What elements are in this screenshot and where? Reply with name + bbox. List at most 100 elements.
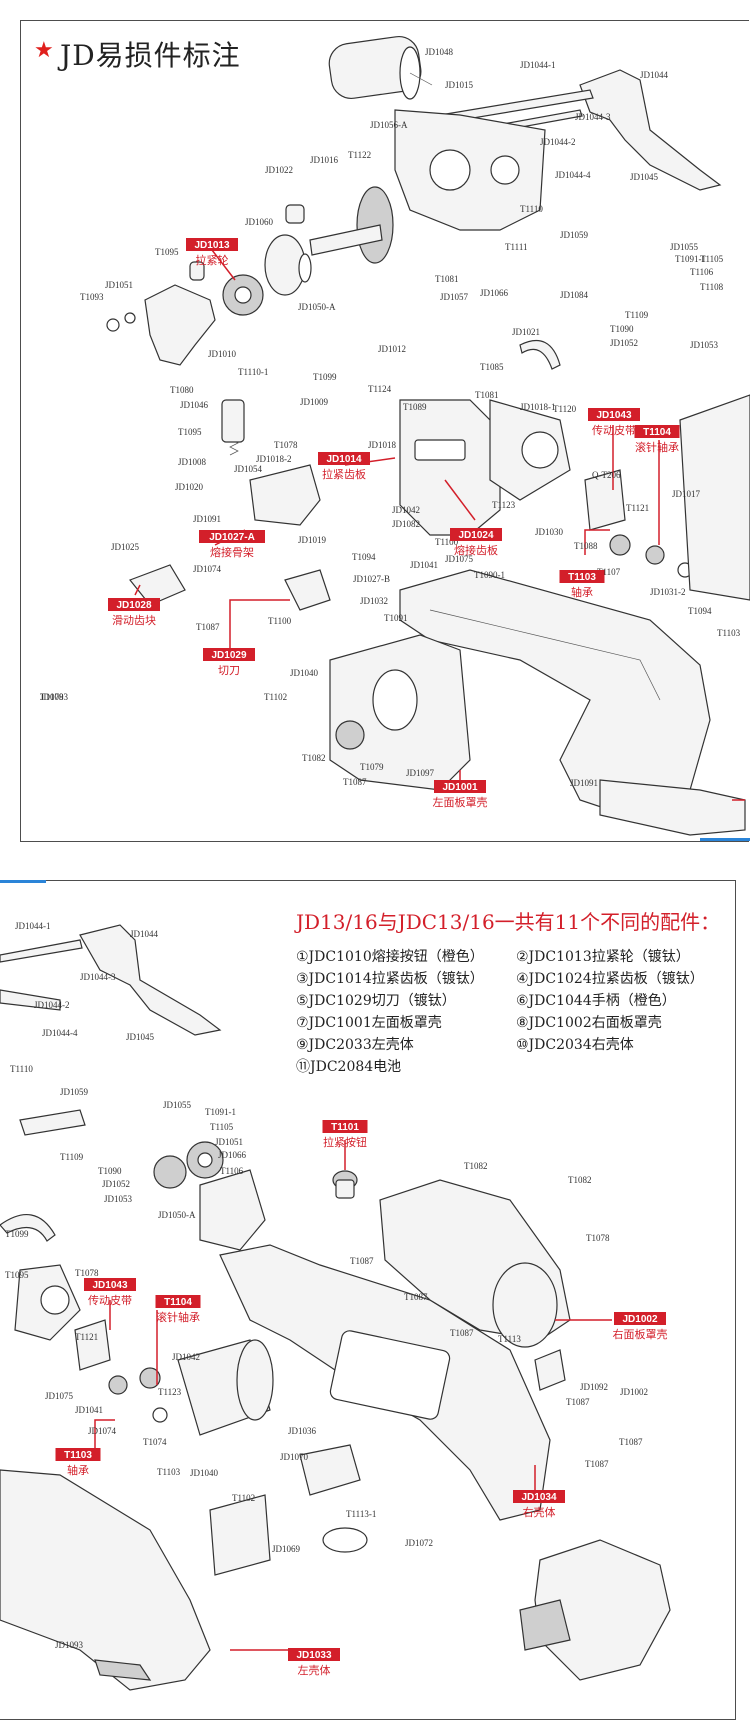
part-number-label: T1074	[143, 1437, 167, 1447]
part-number-label: JD1044-3	[575, 112, 611, 122]
callout-code: JD1013	[194, 240, 229, 251]
summary-item: ①JDC1010熔接按钮（橙色）	[296, 949, 484, 965]
belt-jd1043-bottom	[74, 1319, 111, 1371]
callout-name: 左面板罩壳	[433, 795, 488, 809]
part-number-label: JD1093	[40, 692, 69, 702]
part-number-label: T1081	[475, 390, 499, 400]
callout-code-box	[588, 408, 640, 421]
part-number-label: T1110	[520, 204, 543, 214]
part-number-label: T1123	[158, 1387, 182, 1397]
callout-name: 拉紧轮	[196, 253, 229, 267]
part-number-label: Q-T206	[592, 470, 621, 480]
callout-name: 滑动齿块	[112, 614, 156, 627]
callout-code-box	[634, 425, 680, 438]
part-number-label: JD1059	[560, 230, 589, 240]
summary-item: ⑦JDC1001左面板罩壳	[296, 1015, 442, 1031]
callout-code-box	[559, 570, 605, 583]
part-number-label: T1105	[700, 254, 724, 264]
part-number-label: T1091	[384, 613, 408, 623]
part-number-label: T1122	[348, 150, 371, 160]
callout-code-box	[434, 780, 486, 793]
summary-item: ⑧JDC1002右面板罩壳	[516, 1015, 662, 1031]
part-number-label: T1082	[302, 753, 326, 763]
callout-code: JD1002	[622, 1314, 657, 1325]
callout-code: JD1043	[596, 410, 631, 421]
part-number-label: JD1008	[178, 457, 207, 467]
part-number-label: T1082	[568, 1175, 592, 1185]
part-number-label: JD1093	[55, 1640, 84, 1650]
part-number-label: T1078	[40, 692, 64, 702]
callout-code: JD1034	[521, 1492, 556, 1503]
part-number-label: T1094	[352, 552, 376, 562]
part-number-label: JD1052	[610, 338, 638, 348]
callout-code-box	[322, 1120, 368, 1133]
part-number-label: T1105	[210, 1122, 234, 1132]
callout-code: JD1028	[116, 600, 151, 611]
part-number-label: JD1040	[190, 1468, 219, 1478]
part-number-label: T1110-1	[238, 367, 268, 377]
bevel-gear-jd1057	[309, 186, 394, 264]
callout-tag: JD1034 右壳体	[513, 1490, 565, 1519]
part-number-label: JD1050-A	[298, 302, 336, 312]
callout-tag: JD1013 拉紧轮	[186, 238, 238, 267]
part-number-label: JD1048	[425, 47, 454, 57]
callout-name: 轴承	[571, 585, 593, 599]
part-number-label: JD1031-2	[650, 587, 686, 597]
part-number-label: JD1055	[163, 1100, 192, 1110]
part-number-label: T1099	[5, 1229, 29, 1239]
part-number-label: T1123	[492, 500, 516, 510]
part-number-label: JD1042	[392, 505, 420, 515]
part-number-label: JD1044-2	[540, 137, 576, 147]
motor-jd1036	[177, 1339, 274, 1436]
part-number-label: T1091-1	[675, 254, 706, 264]
part-labels-layer: JD1048JD1044-1JD1044JD1015JD1044-3JD1056…	[5, 47, 741, 1650]
part-number-label: JD1066	[218, 1150, 247, 1160]
part-number-label: T1113-1	[346, 1509, 376, 1519]
callout-name: 拉紧按钮	[323, 1135, 367, 1149]
part-number-label: T1090	[610, 324, 634, 334]
part-number-label: JD1044-4	[42, 1028, 78, 1038]
part-number-label: T1087	[196, 622, 220, 632]
part-number-label: JD1091	[193, 514, 221, 524]
part-number-label: JD1072	[405, 1538, 433, 1548]
callout-code: T1103	[64, 1450, 92, 1461]
part-number-label: JD1010	[208, 349, 237, 359]
part-number-label: T1089	[403, 402, 427, 412]
summary-item: ⑨JDC2033左壳体	[296, 1037, 414, 1053]
part-number-label: T1095	[178, 427, 202, 437]
part-number-label: T1087	[619, 1437, 643, 1447]
part-number-label: T1099	[313, 372, 337, 382]
part-number-label: JD1002	[620, 1387, 648, 1397]
summary-title: JD13/16与JDC13/16一共有11个不同的配件：	[296, 910, 721, 934]
part-number-label: T1080	[170, 385, 194, 395]
part-number-label: T1094	[688, 606, 712, 616]
part-number-label: JD1018	[368, 440, 397, 450]
part-number-label: T1095	[155, 247, 179, 257]
callout-name: 右壳体	[523, 1505, 556, 1519]
part-number-label: JD1015	[445, 80, 474, 90]
callout-name: 滚针轴承	[635, 440, 679, 454]
part-number-label: JD1050-A	[158, 1210, 196, 1220]
callout-code-box	[108, 598, 160, 611]
part-number-label: T1095	[5, 1270, 29, 1280]
part-number-label: JD1074	[193, 564, 222, 574]
part-number-label: T1106	[220, 1166, 244, 1176]
part-number-label: JD1057	[440, 292, 469, 302]
part-number-label: JD1044-1	[520, 60, 556, 70]
part-number-label: T1079	[360, 762, 384, 772]
part-number-label: JD1044-4	[555, 170, 591, 180]
part-number-label: JD1018-1	[520, 402, 556, 412]
part-number-label: JD1082	[392, 519, 420, 529]
part-number-label: JD1032	[360, 596, 388, 606]
part-number-label: JD1017	[672, 489, 701, 499]
summary-item: ④JDC1024拉紧齿板（镀钛）	[516, 971, 704, 987]
part-number-label: JD1044-2	[34, 1000, 70, 1010]
part-number-label: T1085	[480, 362, 504, 372]
part-number-label: JD1009	[300, 397, 329, 407]
callout-name: 传动皮带	[88, 1294, 132, 1307]
part-number-label: T1088	[574, 541, 598, 551]
part-number-label: JD1025	[111, 542, 140, 552]
